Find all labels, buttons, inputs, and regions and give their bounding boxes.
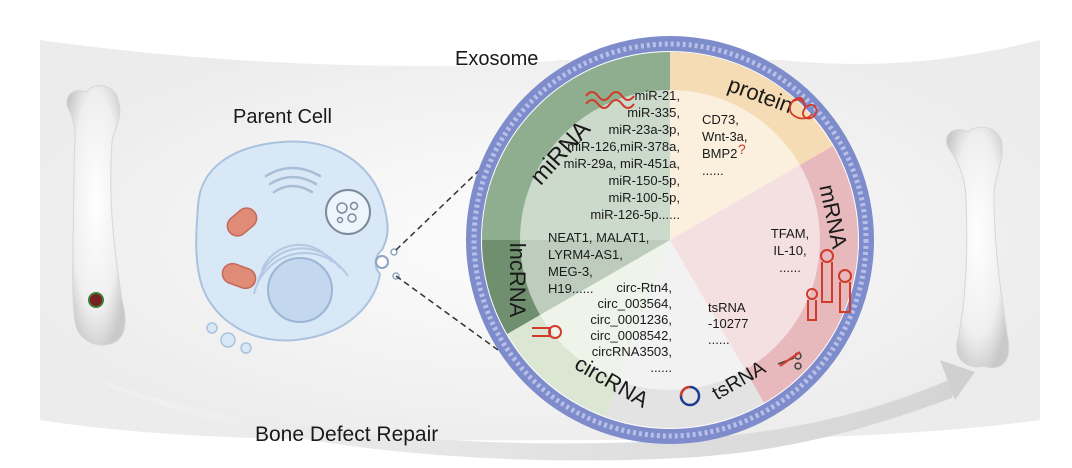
list-item: miR-335, [627, 105, 680, 120]
list-item: Wnt-3a, [702, 129, 748, 144]
list-item: TFAM, [771, 226, 809, 241]
mirna-list: miR-21, miR-335, miR-23a-3p, miR-126,miR-37… [564, 88, 680, 222]
list-item: circ-Rtn4, [616, 280, 672, 295]
list-item: circ_003564, [598, 296, 672, 311]
list-item: miR-29a, miR-451a, [564, 156, 680, 171]
list-item: -10277 [708, 316, 748, 331]
list-item: H19...... [548, 281, 594, 296]
list-item: ...... [702, 163, 724, 178]
bone-defect-icon [88, 292, 104, 308]
repair-arc-arrow [92, 376, 958, 461]
bone-defect-repair-label: Bone Defect Repair [255, 423, 438, 446]
list-item: MEG-3, [548, 264, 593, 279]
list-item: CD73, [702, 112, 739, 127]
lncrna-label: lncRNA [505, 243, 530, 318]
list-item: ...... [779, 260, 801, 275]
arrow-head [940, 360, 975, 400]
list-item: IL-10, [773, 243, 806, 258]
golgi-icon [264, 166, 322, 194]
list-item: circRNA3503, [592, 344, 672, 359]
list-item: miR-100-5p, [608, 190, 680, 205]
list-item: BMP2 [702, 146, 737, 161]
list-item: ...... [650, 360, 672, 375]
exosome-circle [466, 36, 874, 444]
list-item: circ_0001236, [590, 312, 672, 327]
lncrna-list: NEAT1, MALAT1, LYRM4-AS1, MEG-3, H19...... [548, 230, 649, 296]
list-item: ...... [708, 332, 730, 347]
parent-cell-label: Parent Cell [233, 106, 332, 128]
parent-cell [195, 140, 400, 354]
mrna-list: TFAM, IL-10,...... [771, 226, 809, 275]
protein-list: CD73, Wnt-3a, BMP2...... [702, 112, 748, 178]
tsrna-list: tsRNA-10277...... [708, 300, 748, 347]
list-item: LYRM4-AS1, [548, 247, 623, 262]
list-item: circ_0008542, [590, 328, 672, 343]
question-mark: ? [738, 141, 746, 157]
list-item: tsRNA [708, 300, 746, 315]
list-item: miR-126,miR-378a, [567, 139, 680, 154]
list-item: miR-150-5p, [608, 173, 680, 188]
defective-bone [66, 85, 126, 346]
mitochondria-icon [221, 207, 258, 290]
list-item: NEAT1, MALAT1, [548, 230, 649, 245]
vacuole-icon [325, 189, 371, 235]
tsrna-scissors-icon [777, 351, 802, 370]
rna-strand-icon [585, 91, 635, 109]
nucleus-icon [267, 257, 333, 323]
list-item: miR-23a-3p, [608, 122, 680, 137]
list-item: miR-126-5p...... [590, 207, 680, 222]
list-item: miR-21, [634, 88, 680, 103]
exosome-label: Exosome [455, 48, 538, 70]
zoom-line-top [395, 159, 491, 251]
repaired-bone [945, 126, 1010, 369]
protein-icon [789, 97, 818, 120]
lncrna-hairpin-icon [532, 325, 562, 339]
mrna-hairpin-icon [806, 249, 852, 321]
circrna-list: circ-Rtn4,circ_003564,circ_0001236,circ_… [590, 280, 672, 375]
